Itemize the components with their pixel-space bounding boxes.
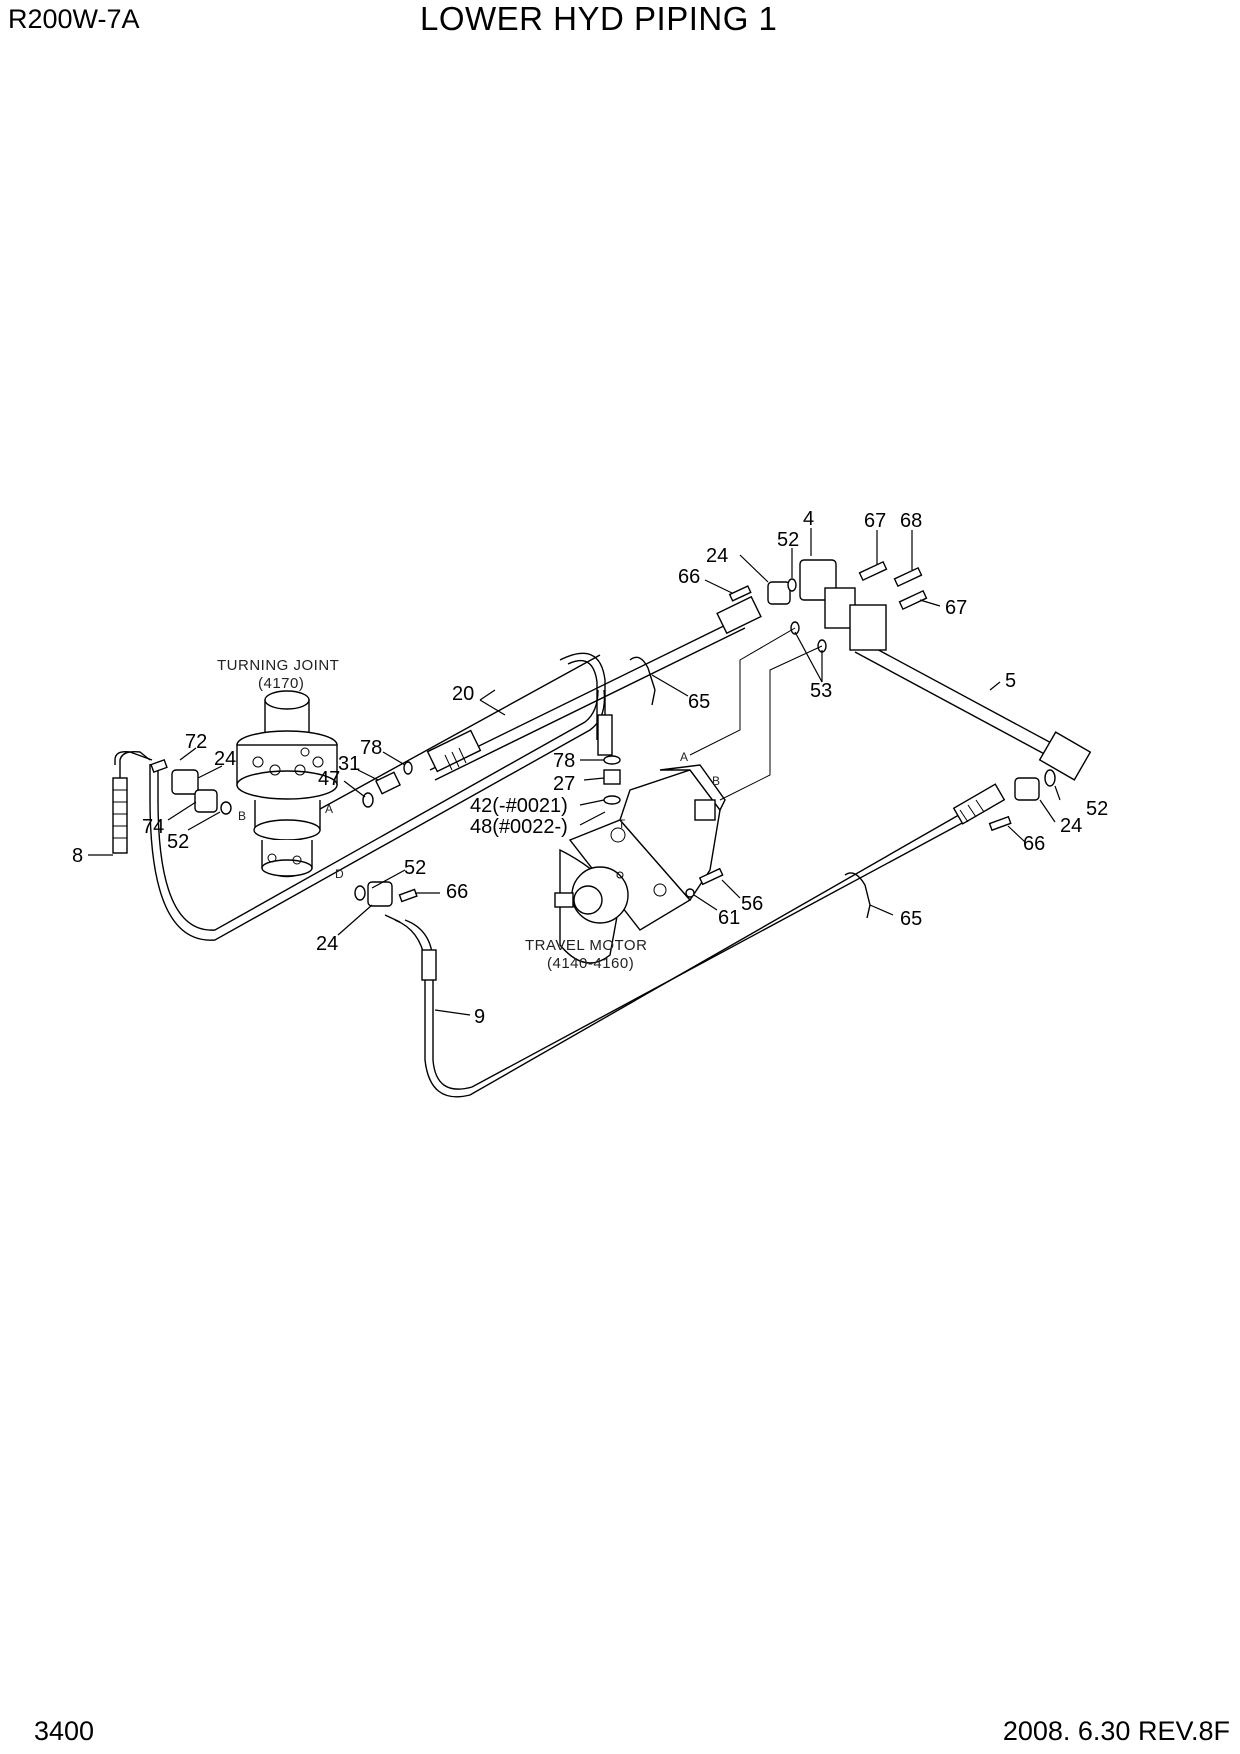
washer-42-48 — [603, 795, 621, 805]
callout-67: 67 — [864, 510, 886, 532]
callout-65-bottom: 65 — [900, 908, 922, 930]
turning-joint — [236, 690, 338, 878]
bolt-56 — [698, 867, 724, 886]
callout-24-right: 24 — [1060, 815, 1082, 837]
port-a-joint: A — [325, 802, 333, 816]
flange-24-mid — [367, 881, 393, 907]
callout-52-mid: 52 — [404, 857, 426, 879]
callout-52-right: 52 — [1086, 798, 1108, 820]
hose-8-braid — [112, 777, 128, 854]
port-d-joint: D — [335, 867, 344, 881]
hose-9-braid — [421, 949, 437, 981]
callout-47: 47 — [318, 768, 340, 790]
bolt-66-mid — [398, 888, 418, 903]
callout-68: 68 — [900, 510, 922, 532]
callout-66-right: 66 — [1023, 833, 1045, 855]
callout-66: 66 — [678, 566, 700, 588]
callout-52: 52 — [777, 529, 799, 551]
callout-78-motor: 78 — [553, 750, 575, 772]
pipe-20-fitting-start — [426, 729, 482, 773]
callout-42: 42(-#0021) — [470, 795, 568, 817]
o-ring-78-motor — [603, 755, 621, 765]
callout-8: 8 — [72, 845, 83, 867]
revision-date: 2008. 6.30 REV.8F — [1002, 1716, 1230, 1746]
callout-9: 9 — [474, 1006, 485, 1028]
port-t-motor: T — [618, 817, 626, 831]
travel-motor — [554, 764, 726, 964]
fitting-31 — [375, 771, 401, 795]
travel-motor-name: TRAVEL MOTOR — [525, 937, 647, 954]
hose-8 — [149, 689, 606, 941]
callout-24: 24 — [706, 545, 728, 567]
bolt-66-top — [728, 585, 752, 602]
bolt-68 — [893, 566, 923, 588]
elbow-assembly-4 — [799, 559, 887, 651]
turning-joint-ref: (4170) — [258, 675, 304, 692]
pipe-20-fitting-end — [716, 595, 762, 635]
washer-61 — [685, 888, 695, 898]
callout-27: 27 — [553, 773, 575, 795]
pipe-joint-upper — [299, 654, 601, 821]
leader-lines — [88, 528, 1061, 1016]
pipe-5 — [859, 639, 1056, 746]
fitting-27 — [603, 769, 621, 785]
callout-56: 56 — [741, 893, 763, 915]
clip-65-bottom — [844, 872, 871, 919]
flange-24-left — [171, 769, 199, 795]
travel-motor-ref: (4140-4160) — [547, 955, 634, 972]
page-title: LOWER HYD PIPING 1 — [420, 0, 778, 37]
hose-8-inner — [157, 689, 599, 931]
hose-fitting-top — [597, 714, 613, 756]
flange-24-top — [767, 581, 791, 605]
callout-4: 4 — [803, 508, 814, 530]
clip-65-top — [629, 656, 656, 706]
callout-52-left: 52 — [167, 831, 189, 853]
callout-20: 20 — [452, 683, 474, 705]
bolt-72 — [150, 758, 168, 774]
o-ring-52-mid — [354, 885, 366, 901]
o-ring-47 — [362, 792, 374, 808]
port-a-motor: A — [680, 750, 688, 764]
callout-24-mid: 24 — [316, 933, 338, 955]
hose-loop-to-motor — [559, 652, 606, 740]
o-ring-52-left — [220, 801, 232, 815]
callout-31: 31 — [338, 753, 360, 775]
pipe-5-flange — [1038, 731, 1092, 781]
callout-48: 48(#0022-) — [470, 816, 568, 838]
port-line-b — [719, 645, 823, 801]
o-ring-52-right — [1044, 769, 1056, 787]
callout-5: 5 — [1005, 670, 1016, 692]
page-number: 3400 — [34, 1716, 95, 1746]
callout-65-top: 65 — [688, 691, 710, 713]
bolt-67-top — [858, 560, 888, 582]
callout-24-left: 24 — [214, 748, 236, 770]
model-number: R200W-7A — [8, 4, 140, 34]
turning-joint-name: TURNING JOINT — [217, 657, 339, 674]
hose-9 — [394, 799, 986, 1098]
pipe-20 — [429, 617, 741, 771]
bolt-67-lower — [898, 589, 928, 611]
port-b-joint: B — [238, 809, 246, 823]
flange-74 — [194, 789, 218, 813]
o-ring-78-left — [403, 761, 413, 775]
callout-53: 53 — [810, 680, 832, 702]
bolt-66-right — [988, 815, 1012, 832]
flange-24-right — [1014, 777, 1040, 801]
callout-74: 74 — [142, 816, 164, 838]
port-b-motor: B — [712, 774, 720, 788]
port-line-a — [689, 627, 796, 756]
callout-72: 72 — [185, 731, 207, 753]
callout-66-mid: 66 — [446, 881, 468, 903]
callout-61: 61 — [718, 907, 740, 929]
o-ring-52-top — [787, 578, 797, 592]
callout-78-left: 78 — [360, 737, 382, 759]
callout-67b: 67 — [945, 597, 967, 619]
